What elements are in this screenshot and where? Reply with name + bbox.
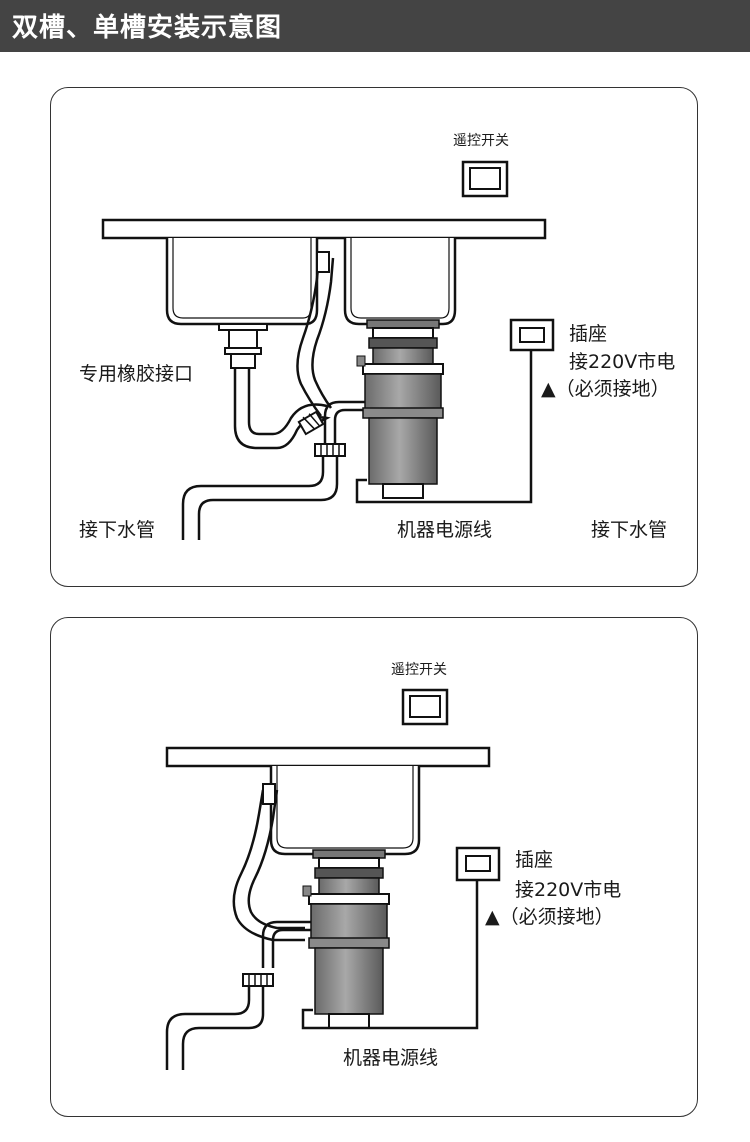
right-sink-bowl — [343, 238, 457, 326]
power-spec-label: 接220V市电 — [569, 351, 675, 373]
power-spec-label: 接220V市电 — [515, 879, 621, 901]
remote-switch-label: 遥控开关 — [391, 662, 447, 678]
left-drain-strainer — [218, 323, 268, 369]
socket-icon — [509, 318, 555, 352]
left-sink-bowl — [165, 238, 319, 326]
countertop — [101, 218, 547, 240]
power-cord-label: 机器电源线 — [397, 519, 492, 541]
drain-label-right: 接下水管 — [591, 519, 667, 541]
overflow-pipe — [296, 251, 335, 417]
countertop — [165, 746, 491, 768]
hose-clamp — [297, 410, 325, 436]
power-cord-label: 机器电源线 — [343, 1047, 438, 1069]
discharge-pipe — [323, 400, 367, 444]
socket-icon — [455, 846, 501, 882]
disposer-unit — [356, 319, 444, 499]
left-drain-hose — [233, 368, 331, 450]
pipe-coupler — [242, 973, 274, 987]
page-title: 双槽、单槽安装示意图 — [12, 13, 283, 43]
socket-label: 插座 — [515, 849, 553, 871]
double-sink-diagram: 遥控开关 — [79, 133, 675, 541]
single-sink-diagram: 遥控开关 — [165, 662, 621, 1070]
power-cord — [301, 880, 479, 1030]
discharge-pipe — [261, 920, 313, 968]
main-drain-pipe — [181, 456, 339, 540]
sink-bowl — [269, 766, 421, 856]
title-bar: 双槽、单槽安装示意图 — [0, 0, 750, 52]
single-sink-panel: 遥控开关 — [50, 617, 698, 1117]
grounding-note: ▲（必须接地） — [541, 378, 670, 400]
remote-switch-label: 遥控开关 — [453, 133, 509, 149]
pipe-coupler — [314, 443, 346, 457]
rubber-joint-label: 专用橡胶接口 — [79, 363, 193, 385]
disposer-unit — [302, 849, 390, 1029]
grounding-note: ▲（必须接地） — [485, 906, 614, 928]
double-sink-panel: 遥控开关 — [50, 87, 698, 587]
remote-switch-icon — [401, 688, 449, 726]
remote-switch-icon — [461, 160, 509, 198]
drain-label-left: 接下水管 — [79, 519, 155, 541]
overflow-pipe — [232, 783, 305, 942]
power-cord — [355, 350, 533, 504]
main-drain-pipe — [165, 986, 265, 1070]
socket-label: 插座 — [569, 323, 607, 345]
